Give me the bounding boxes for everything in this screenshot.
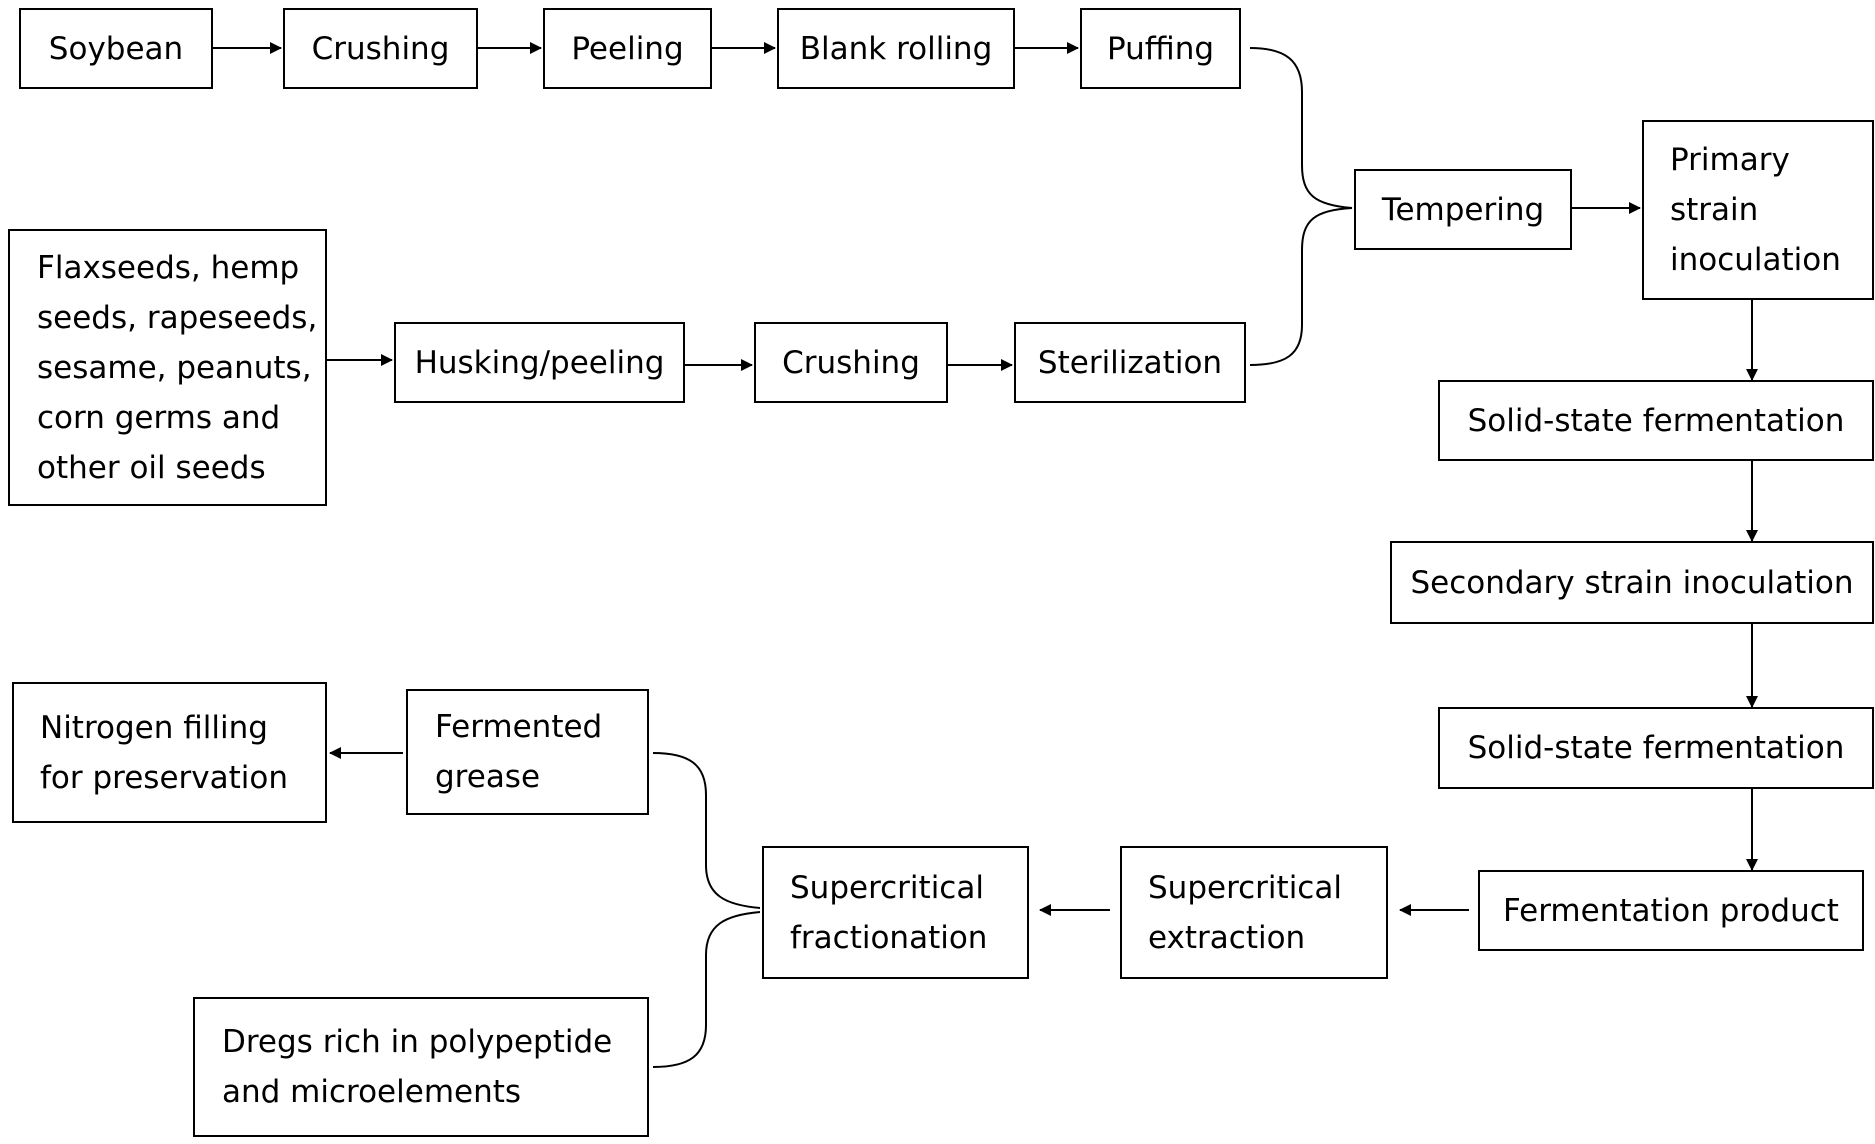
node-crushing-top: Crushing [283, 8, 478, 89]
bracket-to-tempering [1250, 48, 1352, 365]
node-label: Supercritical extraction [1122, 848, 1386, 977]
node-blank-rolling: Blank rolling [777, 8, 1015, 89]
node-husking-peeling: Husking/peeling [394, 322, 685, 403]
node-label: Sterilization [1016, 324, 1244, 401]
node-sterilization: Sterilization [1014, 322, 1246, 403]
node-primary-inoculation: Primary strain inoculation [1642, 120, 1874, 300]
node-oil-seeds: Flaxseeds, hemp seeds, rapeseeds, sesame… [8, 229, 327, 506]
node-tempering: Tempering [1354, 169, 1572, 250]
bracket-from-fractionation [653, 753, 760, 1067]
node-label: Solid-state fermentation [1440, 709, 1872, 787]
node-label: Tempering [1356, 171, 1570, 248]
node-label: Blank rolling [779, 10, 1013, 87]
node-secondary-inoculation: Secondary strain inoculation [1390, 541, 1874, 624]
node-label: Solid-state fermentation [1440, 382, 1872, 459]
node-label: Crushing [285, 10, 476, 87]
node-fermentation-product: Fermentation product [1478, 870, 1864, 951]
node-nitrogen-filling: Nitrogen filling for preservation [12, 682, 327, 823]
node-supercritical-fractionation: Supercritical fractionation [762, 846, 1029, 979]
node-solid-state-fermentation-1: Solid-state fermentation [1438, 380, 1874, 461]
node-label: Primary strain inoculation [1644, 122, 1872, 298]
node-fermented-grease: Fermented grease [406, 689, 649, 815]
node-label: Puffing [1082, 10, 1239, 87]
node-label: Dregs rich in polypeptide and microeleme… [195, 999, 647, 1135]
node-label: Crushing [756, 324, 946, 401]
node-dregs: Dregs rich in polypeptide and microeleme… [193, 997, 649, 1137]
node-label: Flaxseeds, hemp seeds, rapeseeds, sesame… [10, 231, 325, 504]
node-solid-state-fermentation-2: Solid-state fermentation [1438, 707, 1874, 789]
node-peeling: Peeling [543, 8, 712, 89]
node-label: Fermentation product [1480, 872, 1862, 949]
node-crushing-mid: Crushing [754, 322, 948, 403]
node-supercritical-extraction: Supercritical extraction [1120, 846, 1388, 979]
node-puffing: Puffing [1080, 8, 1241, 89]
node-label: Fermented grease [408, 691, 647, 813]
node-soybean: Soybean [19, 8, 213, 89]
node-label: Husking/peeling [396, 324, 683, 401]
node-label: Nitrogen filling for preservation [14, 684, 325, 821]
node-label: Secondary strain inoculation [1392, 543, 1872, 622]
node-label: Soybean [21, 10, 211, 87]
node-label: Peeling [545, 10, 710, 87]
node-label: Supercritical fractionation [764, 848, 1027, 977]
